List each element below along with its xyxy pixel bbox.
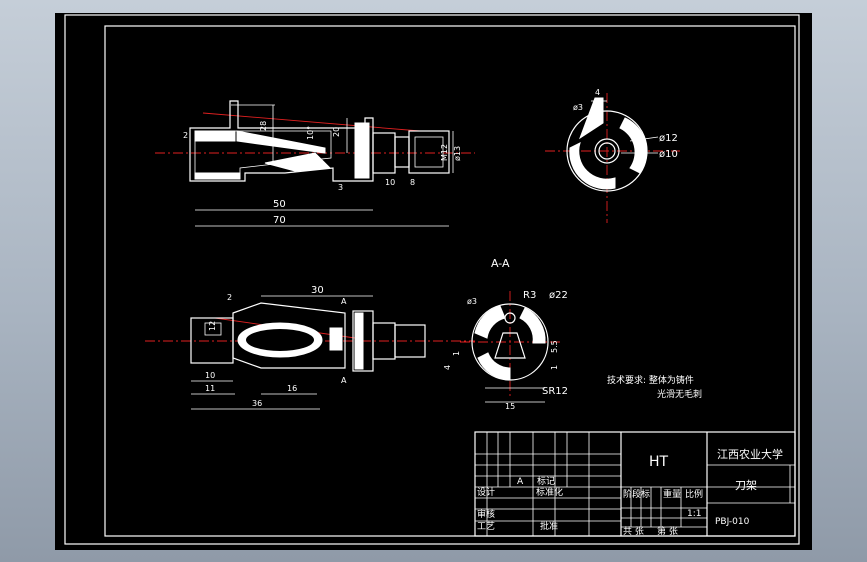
left-notch [204,322,222,336]
section-a-a: A-A ø3 R3 ø22 4 1 5.5 1 SR12 15 [443,257,568,411]
label-sheji: 设计 [477,486,495,498]
section-fill-3 [477,352,511,381]
label-bili: 比例 [685,488,703,500]
title-block-border [474,431,796,537]
arm-fill [578,97,604,140]
label-pizhun: 批准 [540,520,558,532]
dim-3: 3 [338,183,343,192]
label-biaozhun: 标准化 [536,486,563,498]
front-view: 28 20 10° 50 70 M12 ø13 10 8 3 2 [155,100,475,227]
label-gongyi: 工艺 [477,521,495,532]
part-name: 刀架 [735,479,757,492]
collar-fill [354,122,370,179]
dim-sr12: SR12 [542,386,568,397]
flange-bore [414,136,444,168]
dim-36: 36 [252,399,262,408]
dim-2: 2 [183,131,188,140]
dim-phi13: ø13 [453,146,462,161]
shaft-end [394,324,426,358]
dim-phi3: ø3 [467,297,477,306]
dim-4: 4 [595,88,600,97]
wedge-fill [264,152,332,172]
dim-15: 15 [505,402,515,411]
label-di: 第 张 [657,525,678,537]
top-view: 30 A A 10 11 16 36 2 12 [145,285,475,410]
ring-fill-left [569,142,616,190]
key-slot [494,332,526,359]
material: HT [649,454,669,470]
school-name: 江西农业大学 [717,447,783,461]
section-a-bottom: A [341,376,347,385]
dim-11: 11 [205,384,215,393]
dim-16: 16 [287,384,297,393]
title-block: HT 江西农业大学 刀架 PBJ-010 A 标记 设计 标准化 审核 工艺 批… [474,431,796,537]
dim-1: 1 [452,351,461,356]
change-mark: A [517,477,524,487]
dim-12: 12 [208,321,217,331]
dim-10: 10 [385,178,395,187]
label-zhongliang: 重量 [663,488,681,500]
dim-phi3: ø3 [573,103,583,112]
dim-phi10: ø10 [659,149,678,160]
bore-inner [598,142,616,160]
dim-20: 20 [332,127,341,137]
dim-r3: R3 [523,290,536,301]
dim-50: 50 [273,199,286,210]
dim-8: 8 [410,178,415,187]
side-view: 4 ø3 ø12 ø10 [545,88,680,223]
shaft-step [394,136,410,168]
leader [629,136,659,142]
cad-drawing-sheet: 28 20 10° 50 70 M12 ø13 10 8 3 2 4 ø3 ø1… [64,14,800,545]
section-fill-1 [474,305,506,339]
pin-hole [595,109,603,117]
dim-phi22: ø22 [549,290,568,301]
dim-10deg: 10° [306,126,315,140]
flange [408,130,450,174]
dim-4: 4 [443,365,452,370]
pin-hole [504,312,516,324]
drawing-number: PBJ-010 [715,517,750,527]
blade-slot-inner [246,329,314,351]
dim-2: 2 [227,293,232,302]
dim-10: 10 [205,371,215,380]
body-fill-top [194,130,236,142]
notes-line-1: 技术要求: 整体为铸件 [607,374,694,386]
dim-28: 28 [259,121,268,131]
dim-70: 70 [273,215,286,226]
notes-line-2: 光滑无毛刺 [657,388,702,400]
collar-fill [354,312,364,370]
section-a-top: A [341,297,347,306]
label-biaoji: 标记 [537,475,555,487]
inner-border [104,25,796,537]
construction-line [202,112,421,132]
scale: 1:1 [687,509,701,519]
dim-1b: 1 [550,365,559,370]
dim-phi12: ø12 [659,133,678,144]
label-shenhe: 审核 [477,508,495,520]
label-jieduan: 阶段标 [623,488,650,500]
base-fill [194,172,241,180]
dim-30: 30 [311,285,324,296]
section-fill-2 [519,307,546,344]
key [329,327,343,351]
ring-fill-right [619,117,648,174]
drawing-viewport[interactable]: 28 20 10° 50 70 M12 ø13 10 8 3 2 4 ø3 ø1… [55,13,812,550]
blade-holder [232,302,346,369]
section-title: A-A [491,257,510,270]
rib-fill [236,130,326,154]
bore-outer [594,138,620,164]
dim-5-5: 5.5 [550,340,559,353]
dim-m12: M12 [440,144,449,161]
outer-border [64,14,800,545]
label-gong: 共 张 [623,526,644,537]
